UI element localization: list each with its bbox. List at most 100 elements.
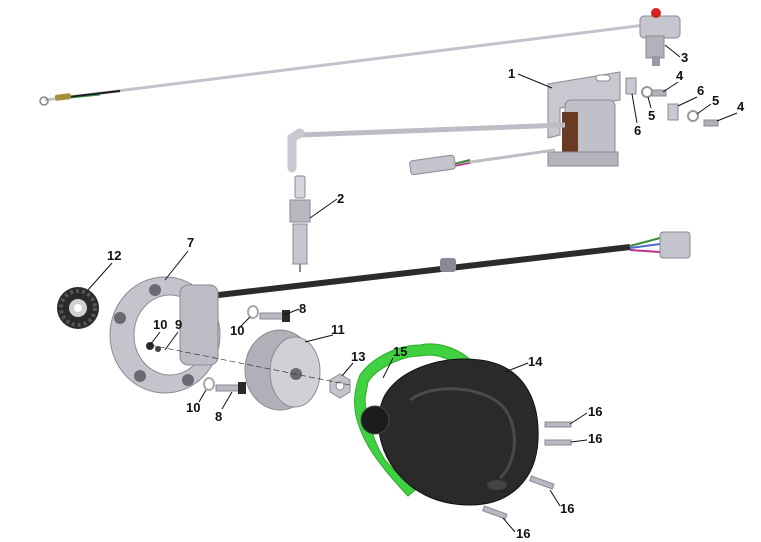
callout-5a: 5: [648, 108, 655, 123]
washer-10-upper: [247, 305, 259, 319]
coil-bracket: [547, 71, 621, 139]
kill-switch-connector: [54, 93, 72, 101]
cover-bolts-16: [482, 421, 572, 520]
stator-mount-hole-1: [149, 284, 161, 296]
bolt-8-lower-shank: [215, 384, 241, 392]
spark-plug: [289, 175, 311, 272]
coil-core: [562, 112, 578, 162]
sprocket-12: [57, 287, 99, 329]
spark-plug-cap: [287, 128, 305, 173]
leader-1: [517, 73, 553, 89]
leader-3: [664, 44, 681, 58]
kill-switch-button: [651, 8, 661, 18]
coil-connector: [409, 154, 456, 176]
leader-7: [164, 250, 189, 281]
bolt-4b: [703, 119, 719, 127]
callout-6a: 6: [634, 123, 641, 138]
stator-wire-blue: [629, 243, 661, 249]
kill-switch-assembly: [39, 8, 681, 106]
callout-1: 1: [508, 66, 515, 81]
coil-hardware: [625, 77, 719, 127]
kill-switch-screw: [652, 56, 660, 66]
callout-16a: 16: [588, 404, 602, 419]
callout-4a: 4: [676, 68, 684, 83]
leader-9: [164, 331, 179, 351]
bolt-8-lower-head: [238, 382, 246, 394]
high-tension-lead: [299, 122, 566, 138]
stator-mount-hole-3: [134, 370, 146, 382]
callout-8a: 8: [299, 301, 306, 316]
leader-13: [341, 362, 354, 377]
leader-2: [309, 198, 338, 219]
pickup-washer-10: [155, 346, 161, 352]
leader-16b: [570, 439, 588, 443]
callout-2: 2: [337, 191, 344, 206]
leader-16d: [502, 517, 516, 533]
callout-13: 13: [351, 349, 365, 364]
leader-10a: [149, 331, 161, 346]
leader-4a: [662, 81, 679, 93]
callout-10c: 10: [186, 400, 200, 415]
cover-logo: [487, 480, 507, 490]
spark-plug-insulator: [294, 175, 306, 199]
callout-12: 12: [107, 248, 121, 263]
spark-plug-hex: [289, 199, 311, 223]
washer-5b: [687, 110, 699, 122]
clip-nut-6b: [667, 103, 679, 121]
kill-switch-ring-terminal: [39, 96, 49, 106]
leader-14: [504, 362, 529, 373]
cover-rib: [409, 387, 516, 480]
bolt-8-upper-shank: [259, 312, 285, 320]
kill-switch-cable: [44, 23, 646, 102]
stator-7: [109, 276, 221, 394]
leader-15: [382, 357, 394, 379]
callout-7: 7: [187, 235, 194, 250]
leader-8b: [221, 391, 233, 410]
callout-10a: 10: [153, 317, 167, 332]
leader-8a: [283, 308, 300, 316]
pickup-hardware: [146, 342, 161, 352]
spark-plug-thread: [292, 223, 308, 265]
leader-4b: [716, 112, 738, 122]
sprocket-bore: [74, 304, 82, 312]
coil-bracket-slot: [595, 74, 611, 82]
callout-16b: 16: [588, 431, 602, 446]
kill-switch-body: [639, 15, 681, 39]
callout-5b: 5: [712, 93, 719, 108]
callout-14: 14: [528, 354, 543, 369]
stator-connector: [659, 231, 691, 259]
bolt-16-c: [529, 475, 555, 490]
assembly-centerline: [149, 344, 351, 386]
stator-mount-hole-4: [182, 374, 194, 386]
callouts: 1 2 3 4 4 5 5 6 6 7 8 8 9 10 10 10 11: [87, 44, 745, 541]
washer-10-lower: [203, 377, 215, 391]
leader-10b: [239, 316, 251, 328]
washer-5a: [641, 86, 653, 98]
stator-coil-block: [179, 284, 219, 366]
callout-16c: 16: [560, 501, 574, 516]
cover-inspection-boss: [360, 405, 390, 435]
leader-6b: [677, 96, 698, 107]
callout-3: 3: [681, 50, 688, 65]
harness-grommet: [440, 258, 456, 272]
bolt-16-d: [482, 505, 508, 520]
callout-8b: 8: [215, 409, 222, 424]
pickup-bolt-9: [146, 342, 154, 350]
stator-mount-hole-2: [114, 312, 126, 324]
ignition-cover-14: [360, 358, 539, 506]
leader-16c: [549, 489, 561, 507]
stator-harness: [209, 244, 631, 299]
clip-nut-6a: [625, 77, 637, 95]
bolt-16-b: [544, 439, 572, 446]
leader-12: [87, 262, 113, 291]
sprocket-teeth: [59, 289, 97, 327]
callout-11: 11: [331, 322, 345, 337]
kill-switch-clamp: [645, 35, 665, 59]
leader-10c: [198, 389, 207, 403]
flywheel-nut-bore: [335, 381, 345, 391]
coil-primary-lead: [449, 148, 556, 167]
bolt-4a: [651, 89, 667, 97]
stator-bolts: [203, 305, 290, 394]
